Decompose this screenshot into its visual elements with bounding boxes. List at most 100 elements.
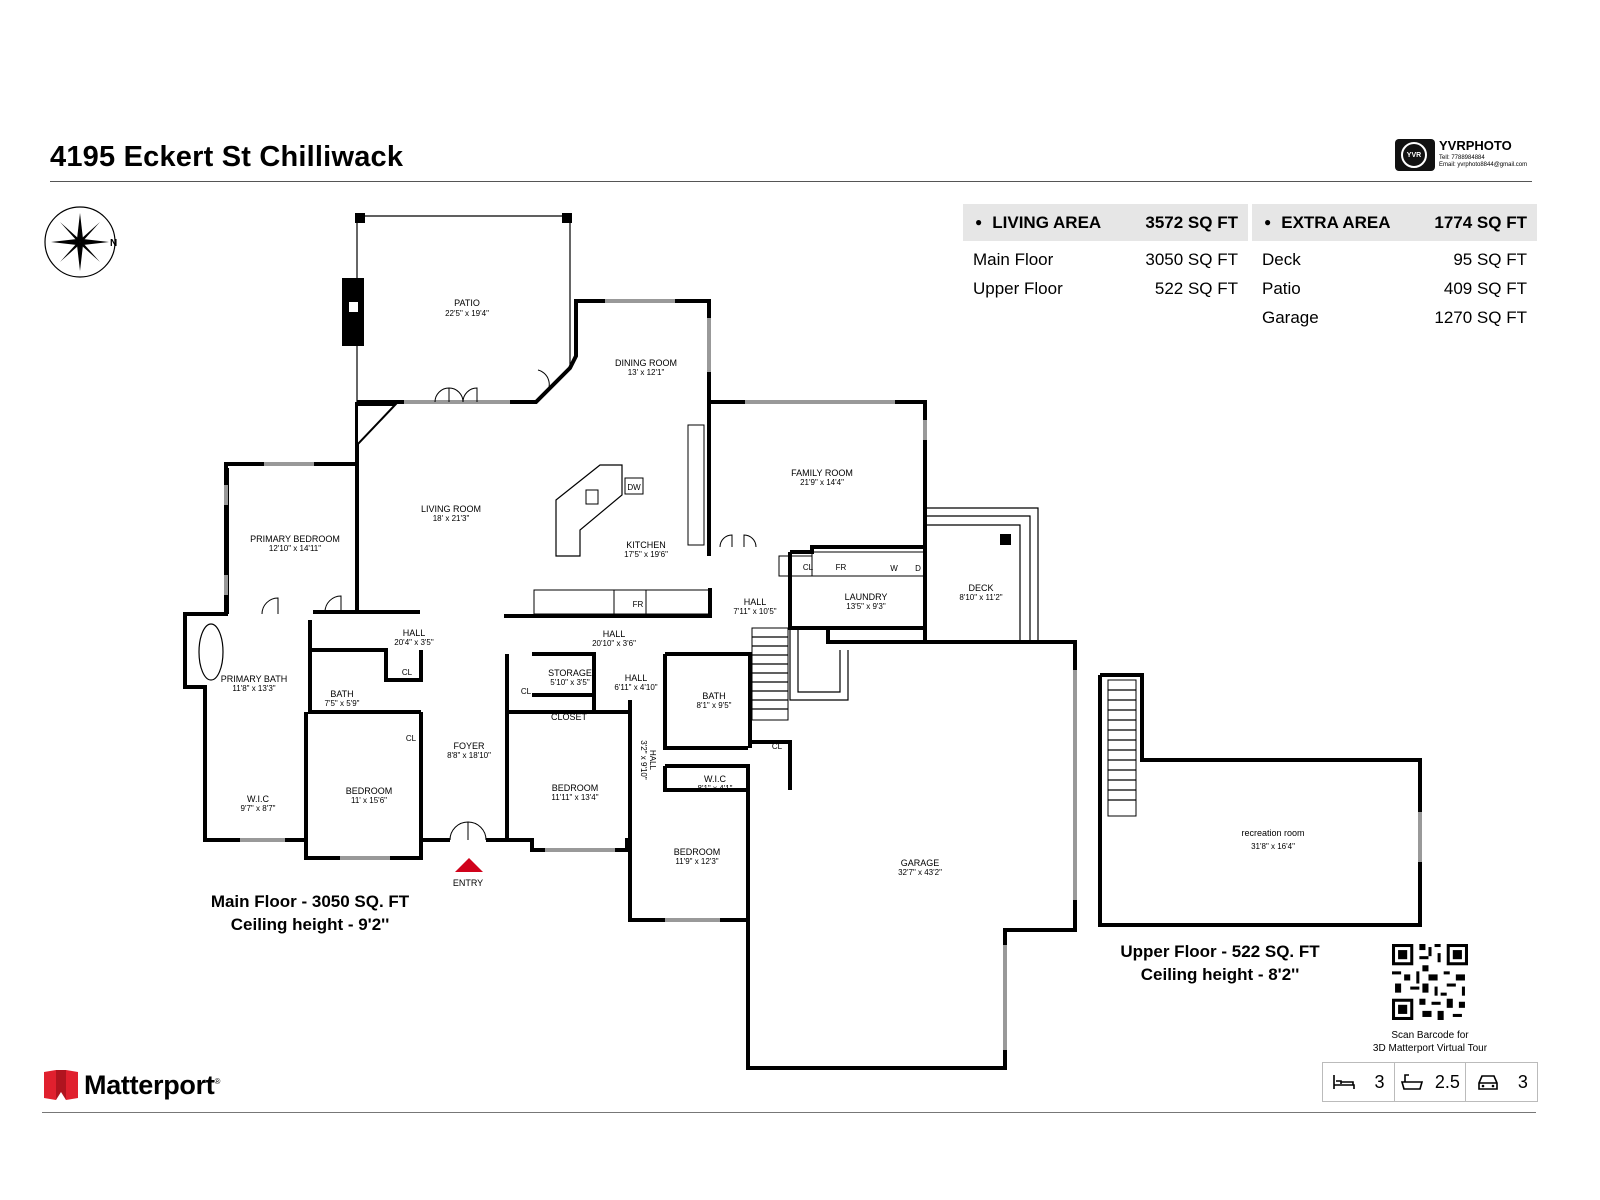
matterport-name: Matterport [84,1070,215,1100]
area-row-label: Patio [1262,278,1301,298]
extra-area-total: 1774 SQ FT [1434,212,1527,232]
entry-arrow-icon [455,858,483,872]
room-name: HALL [625,673,648,683]
room-dim: 13'5" x 9'3" [846,602,886,611]
closet-label: CL [406,734,417,743]
room-name: BEDROOM [552,783,599,793]
room-dim: 3'2" x 9'10" [639,740,648,780]
fireplace [356,404,398,448]
registered-mark: ® [214,1077,221,1086]
bathtub-icon [198,623,224,681]
living-area-table: LIVING AREA 3572 SQ FT Main Floor 3050 S… [963,204,1248,303]
room-name: DINING ROOM [615,358,677,368]
area-row-value: 1270 SQ FT [1434,307,1527,327]
room-name: HALL [403,628,426,638]
closet-label: CL [521,687,532,696]
area-row-value: 3050 SQ FT [1145,249,1238,269]
room-dim: 11'8" x 13'3" [232,684,275,693]
living-area-header: LIVING AREA 3572 SQ FT [963,204,1248,241]
qr-code-icon[interactable] [1392,944,1468,1020]
bath-count: 2.5 [1434,1071,1460,1092]
room-dim: 7'11" x 10'5" [733,607,776,616]
area-row: Deck 95 SQ FT [1252,245,1537,274]
brand-tel: Tell: 7788984884 [1439,155,1485,161]
bed-count: 3 [1374,1071,1385,1092]
room-name: LAUNDRY [845,592,888,602]
room-name: STORAGE [548,668,592,678]
room-name: W.I.C [247,794,269,804]
dryer-label: D [915,564,921,573]
area-row-value: 522 SQ FT [1154,278,1238,298]
garage-stat: 3 [1466,1063,1537,1101]
yvrphoto-logo: YVR YVRPHOTO Tell: 7788984884 Email: yvr… [1395,138,1545,174]
main-floor-caption: Main Floor - 3050 SQ. FT Ceiling height … [200,890,420,936]
room-dim: 8'8" x 18'10" [447,751,491,760]
fixture-labels: CL CL CL CL CL FR FR DW W D [402,483,921,751]
room-dim: 5'10" x 3'5" [550,678,590,687]
room-dim: 20'10" x 3'6" [592,639,636,648]
footer-divider [42,1112,1536,1113]
property-stats: 3 2.5 3 [1322,1062,1538,1102]
room-name: FOYER [453,741,485,751]
living-area-label: LIVING AREA [975,213,1101,233]
car-icon [1477,1075,1498,1090]
closet-label: CL [803,563,814,572]
room-dim: 8'1" x 4'1" [698,784,733,793]
main-floor-area: Main Floor - 3050 SQ. FT [210,892,410,911]
area-row-label: Main Floor [973,249,1054,269]
room-name: BATH [702,691,725,701]
upper-floor-caption: Upper Floor - 522 SQ. FT Ceiling height … [1100,940,1340,986]
room-name: recreation room [1241,828,1304,838]
windows [224,299,1077,1050]
room-dim: 17'5" x 19'6" [624,550,668,559]
room-dim: 9'7" x 8'7" [241,804,276,813]
room-name: BATH [330,689,353,699]
room-name: LIVING ROOM [421,504,481,514]
entry-label: ENTRY [453,878,483,888]
matterport-logo-icon [44,1070,78,1100]
area-row-value: 95 SQ FT [1453,249,1527,269]
room-name: CLOSET [551,712,588,722]
room-dim: 22'5" x 19'4" [445,309,489,318]
patio-outline [342,213,572,403]
room-dim: 13' x 12'1" [628,368,665,377]
room-dim: 11'11" x 13'4" [551,793,598,802]
area-row: Upper Floor 522 SQ FT [963,274,1248,303]
upper-floor-ceiling: Ceiling height - 8'2'' [1140,965,1300,984]
room-dim: 18' x 21'3" [433,514,470,523]
fridge-label: FR [836,563,847,572]
upper-floor-walls [1098,673,1422,927]
matterport-brand: Matterport® [84,1070,220,1101]
room-dim: 11'9" x 12'3" [675,857,718,866]
room-name: PATIO [454,298,480,308]
room-name: DECK [968,583,993,593]
room-dim: 6'11" x 4'10" [614,683,657,692]
area-row-value: 409 SQ FT [1443,278,1527,298]
room-dim: 20'4" x 3'5" [394,638,434,647]
room-name: HALL [603,629,626,639]
extra-area-header: EXTRA AREA 1774 SQ FT [1252,204,1537,241]
door-swings [261,369,757,841]
room-dim: 8'1" x 9'5" [697,701,732,710]
room-name: FAMILY ROOM [791,468,853,478]
upper-floor-area: Upper Floor - 522 SQ. FT [1120,942,1320,961]
room-dim: 12'10" x 14'11" [269,544,321,553]
area-row-label: Upper Floor [973,278,1063,298]
room-name: HALL [744,597,767,607]
room-dim: 11' x 15'6" [351,796,387,805]
dishwasher-label: DW [627,483,641,492]
bath-stat: 2.5 [1395,1063,1467,1101]
room-dim: 7'5" x 5'9" [325,699,360,708]
room-name: BEDROOM [346,786,393,796]
bed-stat: 3 [1323,1063,1395,1101]
area-row-label: Garage [1262,307,1319,327]
qr-caption: Scan Barcode for 3D Matterport Virtual T… [1360,1029,1500,1055]
closet-label: CL [402,668,413,677]
bed-icon [1333,1075,1355,1089]
compass-letter: N [110,238,117,249]
room-name: BEDROOM [674,847,721,857]
extra-area-table: EXTRA AREA 1774 SQ FT Deck 95 SQ FT Pati… [1252,204,1537,332]
qr-caption-line: 3D Matterport Virtual Tour [1372,1043,1488,1054]
main-floor-ceiling: Ceiling height - 9'2'' [230,915,390,934]
